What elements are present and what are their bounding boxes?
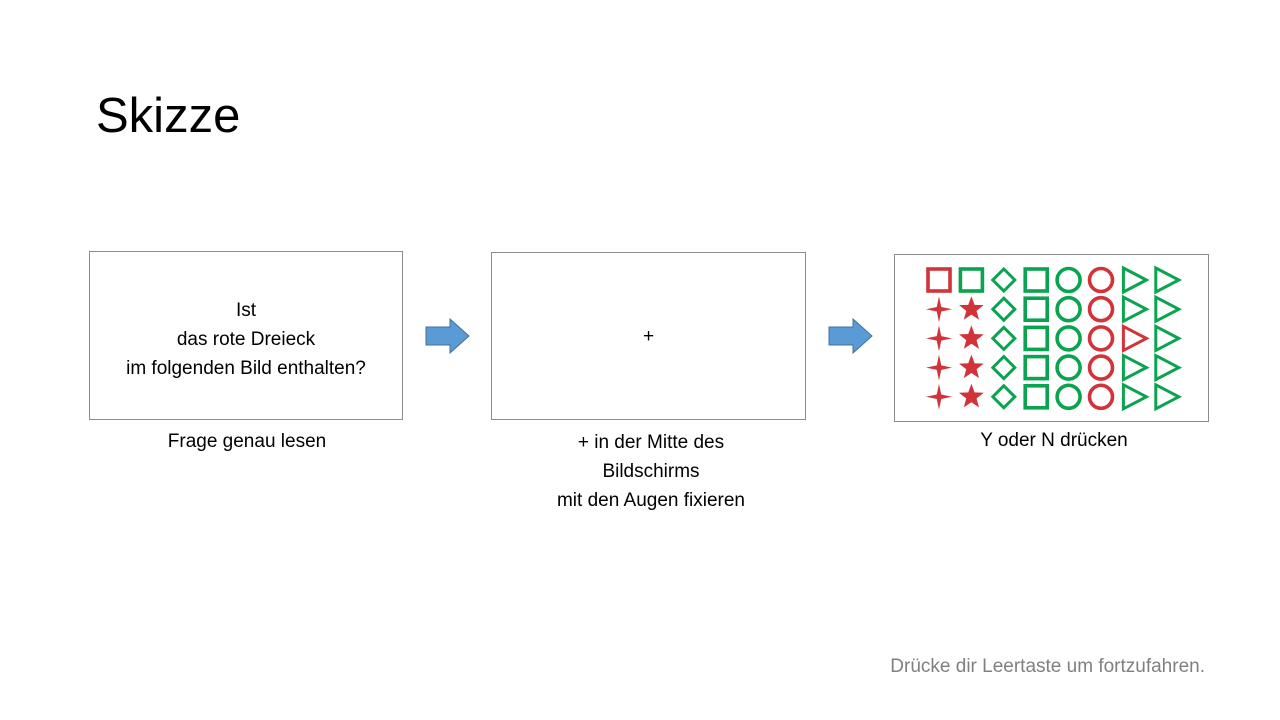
star5-red-shape	[959, 296, 984, 320]
triangle-green-shape	[1154, 265, 1183, 295]
fixation-caption: + in der Mitte des Bildschirms mit den A…	[491, 428, 811, 515]
square-green-shape	[1023, 296, 1049, 323]
star5-red-shape	[959, 325, 984, 349]
caption-line: Y oder N drücken	[980, 430, 1128, 451]
circle-red-shape	[1087, 354, 1115, 381]
question-line: das rote Dreieck	[176, 329, 316, 350]
diamond-green-shape	[990, 354, 1017, 381]
stimulus-panel	[894, 254, 1209, 422]
star5-red-shape	[959, 354, 984, 379]
triangle-green-shape	[1121, 265, 1150, 295]
diamond-green-shape	[990, 266, 1017, 294]
star4-red-shape	[926, 383, 952, 410]
triangle-green-shape	[1154, 294, 1183, 324]
circle-green-shape	[1055, 266, 1082, 294]
question-caption: Frage genau lesen	[89, 427, 405, 456]
star5-red-shape	[959, 383, 984, 408]
square-green-shape	[1023, 384, 1049, 410]
circle-red-shape	[1087, 383, 1115, 411]
question-text: Ist das rote Dreieck im folgenden Bild e…	[90, 296, 402, 383]
square-green-shape	[1023, 354, 1049, 381]
circle-green-shape	[1055, 383, 1082, 411]
triangle-green-shape	[1121, 294, 1150, 324]
circle-red-shape	[1087, 325, 1115, 352]
caption-line: mit den Augen fixieren	[556, 490, 745, 511]
triangle-green-shape	[1121, 382, 1150, 412]
circle-green-shape	[1055, 325, 1082, 352]
caption-line: Frage genau lesen	[167, 431, 327, 452]
triangle-green-shape	[1154, 353, 1183, 383]
triangle-red-shape	[1121, 323, 1150, 353]
triangle-green-shape	[1121, 353, 1150, 383]
diamond-green-shape	[990, 296, 1017, 323]
diamond-green-shape	[990, 383, 1017, 410]
question-line: Ist	[235, 300, 257, 321]
circle-green-shape	[1055, 354, 1082, 381]
circle-red-shape	[1087, 295, 1115, 323]
caption-line: Bildschirms	[602, 461, 700, 482]
arrow-right-icon	[828, 318, 873, 354]
square-green-shape	[958, 267, 985, 293]
caption-line: + in der Mitte des	[577, 432, 725, 453]
diamond-green-shape	[990, 325, 1017, 352]
stimulus-grid	[926, 265, 1183, 412]
question-panel: Ist das rote Dreieck im folgenden Bild e…	[89, 251, 403, 420]
question-line: im folgenden Bild enthalten?	[126, 358, 366, 379]
square-red-shape	[926, 267, 952, 293]
square-green-shape	[1023, 267, 1049, 293]
fixation-panel: +	[491, 252, 806, 420]
circle-green-shape	[1055, 295, 1082, 323]
square-green-shape	[1023, 325, 1049, 352]
triangle-green-shape	[1154, 382, 1183, 412]
slide-title: Skizze	[96, 89, 241, 143]
circle-red-shape	[1087, 266, 1115, 294]
star4-red-shape	[926, 354, 952, 381]
stimulus-caption: Y oder N drücken	[894, 426, 1214, 455]
star4-red-shape	[926, 296, 952, 323]
continue-hint: Drücke dir Leertaste um fortzufahren.	[890, 656, 1205, 677]
arrow-right-icon	[425, 318, 470, 354]
star4-red-shape	[926, 325, 952, 352]
triangle-green-shape	[1154, 323, 1183, 353]
fixation-cross: +	[642, 326, 655, 347]
